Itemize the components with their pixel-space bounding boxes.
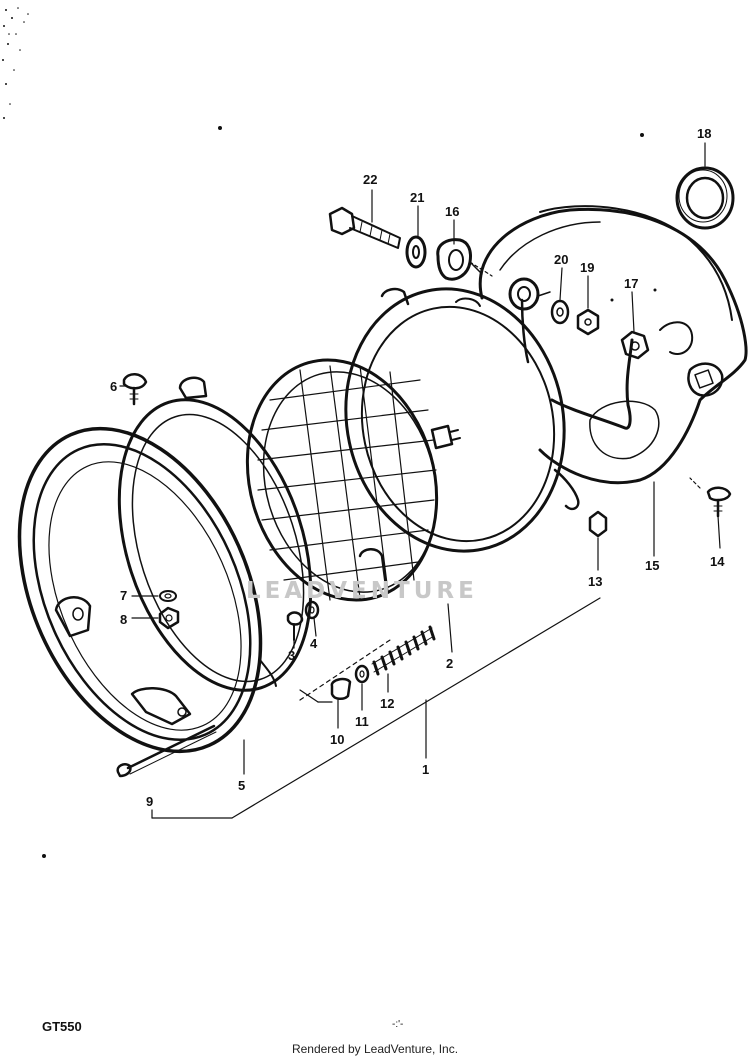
part-20-washer [550, 299, 570, 325]
part-7-washer [159, 590, 177, 602]
part-16-collar [436, 238, 483, 281]
callout-16: 16 [445, 204, 459, 219]
part-19-nut [576, 308, 600, 336]
callout-15: 15 [645, 558, 659, 573]
callout-4: 4 [310, 636, 318, 651]
part-22-bolt [328, 206, 401, 249]
part-2-sealed-beam-lens [245, 358, 461, 602]
part-8-nut [158, 606, 180, 630]
callout-12: 12 [380, 696, 394, 711]
page-mark: -:'- [392, 1019, 404, 1030]
part-17-nut [620, 330, 650, 360]
callout-17: 17 [624, 276, 638, 291]
callout-numbers: 18 22 21 16 20 19 17 6 7 8 3 4 2 13 15 1… [110, 126, 725, 809]
part-4-washer [304, 600, 320, 620]
part-13-nut [588, 510, 608, 538]
callout-14: 14 [710, 554, 725, 569]
leader-lines [119, 142, 721, 819]
part-6-screw [122, 373, 148, 406]
callout-6: 6 [110, 379, 117, 394]
callout-19: 19 [580, 260, 594, 275]
footer-credit: Rendered by LeadVenture, Inc. [291, 1042, 459, 1056]
part-12-spring [371, 625, 436, 676]
callout-21: 21 [410, 190, 424, 205]
part-9-adjusting-screw [116, 724, 217, 778]
outer-bezel-rim [17, 426, 263, 754]
callout-1: 1 [422, 762, 429, 777]
callout-5: 5 [238, 778, 245, 793]
part-10-spacer [330, 677, 352, 700]
callout-8: 8 [120, 612, 127, 627]
callout-2: 2 [446, 656, 453, 671]
callout-13: 13 [588, 574, 602, 589]
callout-7: 7 [120, 588, 127, 603]
scan-speckle [2, 7, 29, 119]
callout-3: 3 [288, 648, 295, 663]
watermark: LEADVENTURE [246, 578, 478, 604]
callout-11: 11 [355, 714, 369, 729]
part-14-screw [706, 486, 732, 518]
callout-20: 20 [554, 252, 568, 267]
part-11-washer [354, 664, 370, 684]
callout-18: 18 [697, 126, 711, 141]
part-21-washer [405, 235, 427, 269]
callout-22: 22 [363, 172, 377, 187]
lens-mounting-rim [344, 287, 580, 553]
callout-9: 9 [146, 794, 153, 809]
callout-10: 10 [330, 732, 344, 747]
part-3-screw [286, 611, 304, 641]
part-5-retaining-ring [117, 376, 313, 692]
part-18-grommet [675, 166, 735, 230]
model-code: GT550 [42, 1019, 82, 1034]
part-15-housing [42, 126, 748, 858]
